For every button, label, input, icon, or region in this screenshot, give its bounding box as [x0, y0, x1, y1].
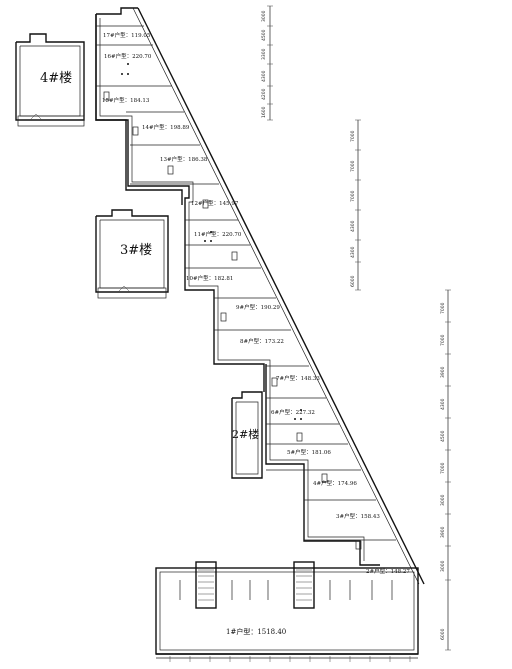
dim-low-2: 3900 — [440, 366, 446, 378]
dimension-chain-lower: 7000 7000 3900 4300 4500 7000 3000 3900 … — [440, 289, 451, 651]
unit-1-block — [155, 561, 419, 662]
dim-low-6: 3000 — [440, 494, 446, 506]
dim-top-4: 4200 — [261, 88, 267, 100]
unit-label-3: 3#户型：158.43 — [336, 512, 380, 520]
unit-label-12: 12#户型：145.97 — [191, 199, 239, 207]
unit-label-10: 10#户型：182.81 — [186, 274, 233, 282]
dim-mid-5: 6000 — [350, 275, 356, 287]
building-3-block — [95, 209, 169, 299]
dim-low-1: 7000 — [440, 334, 446, 346]
unit-label-16: 16#户型：220.70 — [104, 52, 152, 60]
dim-low-5: 7000 — [440, 462, 446, 474]
dim-low-4: 4500 — [440, 430, 446, 442]
dim-top-0: 3000 — [261, 10, 267, 22]
dim-low-7: 3900 — [440, 526, 446, 538]
unit-partitions — [96, 25, 396, 541]
dim-low-0: 7000 — [440, 302, 446, 314]
dim-top-5: 1600 — [261, 106, 267, 118]
building-4-block — [15, 33, 85, 127]
stepped-west-wall — [96, 7, 138, 15]
unit-label-11: 11#户型：220.70 — [194, 230, 242, 238]
dim-top-1: 4500 — [261, 29, 267, 41]
unit-label-1: 1#户型：1518.40 — [226, 627, 286, 636]
unit-fixtures — [103, 63, 362, 550]
unit-label-8: 8#户型：173.22 — [240, 337, 284, 345]
dim-top-3: 4300 — [261, 70, 267, 82]
unit-label-7: 7#户型：148.33 — [276, 374, 320, 382]
unit-label-4: 4#户型：174.96 — [313, 479, 357, 487]
dim-top-2: 3300 — [261, 48, 267, 60]
unit-label-5: 5#户型：181.06 — [287, 448, 331, 456]
west-wall-upper — [95, 14, 183, 205]
dim-mid-0: 7000 — [350, 130, 356, 142]
diagonal-facade — [132, 7, 425, 585]
dim-mid-3: 4300 — [350, 220, 356, 232]
dim-mid-4: 4300 — [350, 246, 356, 258]
building-label-4: 4#楼 — [40, 71, 72, 86]
west-wall-mid — [95, 14, 265, 392]
dim-low-9: 6000 — [440, 628, 446, 640]
building-label-2: 2#楼 — [232, 427, 259, 441]
dimension-chain-middle: 7000 7000 7000 4300 4300 6000 — [350, 119, 361, 291]
unit-label-2: 2#户型：148.27 — [366, 567, 410, 575]
dim-mid-2: 7000 — [350, 190, 356, 202]
west-wall-lower — [265, 364, 380, 566]
unit-label-9: 9#户型：190.29 — [236, 303, 280, 311]
dim-mid-1: 7000 — [350, 160, 356, 172]
west-wall-inner — [99, 18, 365, 561]
unit-label-14: 14#户型：198.89 — [142, 123, 190, 131]
unit-label-15: 15#户型：184.13 — [102, 96, 150, 104]
unit-label-6: 6#户型：227.32 — [271, 408, 315, 416]
unit-label-17: 17#户型：119.05 — [103, 31, 151, 39]
dim-low-8: 3000 — [440, 560, 446, 572]
unit-label-13: 13#户型：186.38 — [160, 155, 208, 163]
dimension-chain-top: 3000 4500 3300 4300 4200 1600 — [261, 5, 273, 121]
dim-low-3: 4300 — [440, 398, 446, 410]
building-2-block — [231, 391, 263, 479]
building-label-3: 3#楼 — [120, 243, 152, 258]
